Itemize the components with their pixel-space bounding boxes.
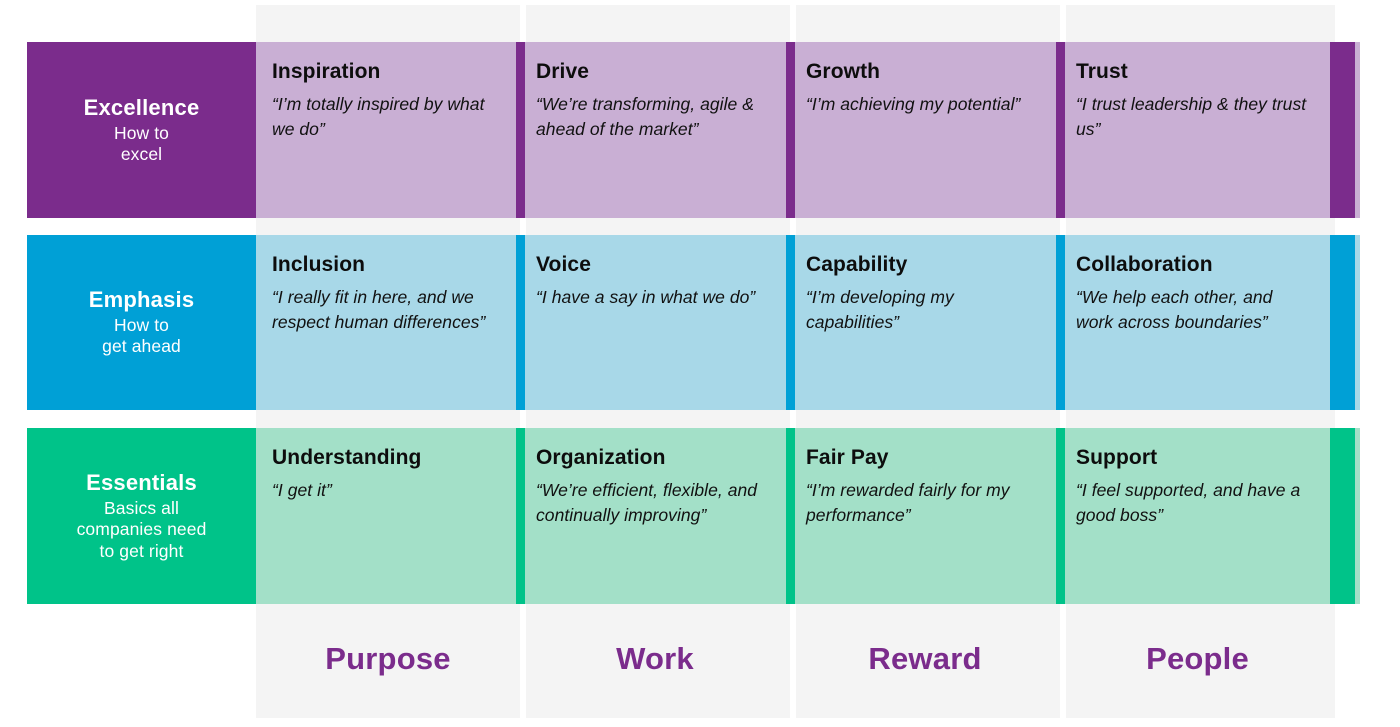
matrix-cell-collaboration[interactable]: Collaboration “We help each other, and w…: [1056, 235, 1330, 410]
row-subtitle-line-2: get ahead: [102, 336, 181, 357]
cell-title: Inclusion: [272, 253, 366, 276]
cell-divider-bar: [516, 428, 525, 604]
cell-divider-bar: [786, 42, 795, 218]
column-heading-reward: Reward: [790, 612, 1060, 706]
matrix-cell-organization[interactable]: Organization “We’re efficient, flexible,…: [516, 428, 790, 604]
cell-title: Voice: [536, 253, 591, 276]
matrix-cell-support[interactable]: Support “I feel supported, and have a go…: [1056, 428, 1330, 604]
matrix-cell-growth[interactable]: Growth “I’m achieving my potential”: [786, 42, 1060, 218]
row-cells-essentials: Understanding “I get it” Organization “W…: [243, 428, 1360, 604]
cell-divider-bar: [243, 428, 252, 604]
cell-quote: “I’m developing my capabilities”: [806, 287, 954, 332]
cell-quote: “I get it”: [272, 480, 332, 501]
cell-divider-bar: [1056, 42, 1065, 218]
row-subtitle-line-2: companies need: [76, 519, 207, 540]
cell-quote: “I’m totally inspired by what we do”: [272, 94, 485, 139]
matrix-cell-inspiration[interactable]: Inspiration “I’m totally inspired by wha…: [243, 42, 520, 218]
row-subtitle-line-3: to get right: [99, 540, 184, 561]
cell-title: Capability: [806, 253, 908, 276]
column-heading-people: People: [1060, 612, 1335, 706]
row-label-emphasis: Emphasis How to get ahead: [27, 235, 256, 410]
matrix-cell-drive[interactable]: Drive “We’re transforming, agile & ahead…: [516, 42, 790, 218]
cell-title: Growth: [806, 60, 881, 83]
row-end-cap: [1330, 42, 1355, 218]
row-subtitle-line-1: How to: [113, 315, 170, 336]
cell-title: Fair Pay: [806, 446, 889, 469]
cell-quote: “I feel supported, and have a good boss”: [1076, 480, 1301, 525]
matrix-cell-understanding[interactable]: Understanding “I get it”: [243, 428, 520, 604]
cell-divider-bar: [516, 235, 525, 410]
matrix-cell-capability[interactable]: Capability “I’m developing my capabiliti…: [786, 235, 1060, 410]
matrix-cell-fair-pay[interactable]: Fair Pay “I’m rewarded fairly for my per…: [786, 428, 1060, 604]
cell-title: Drive: [536, 60, 590, 83]
cell-divider-bar: [1056, 235, 1065, 410]
row-end-cap: [1330, 428, 1355, 604]
cell-quote: “We’re efficient, flexible, and continua…: [536, 480, 758, 525]
column-heading-label: Purpose: [325, 641, 451, 676]
cell-quote: “I’m achieving my potential”: [806, 94, 1021, 115]
row-title: Essentials: [86, 470, 197, 496]
row-subtitle-line-2: excel: [120, 143, 163, 164]
row-cells-emphasis: Inclusion “I really fit in here, and we …: [243, 235, 1360, 410]
matrix-row-excellence: Excellence How to excel Inspiration “I’m…: [27, 42, 1360, 218]
cell-title: Understanding: [272, 446, 422, 469]
cell-quote: “I have a say in what we do”: [536, 287, 756, 308]
column-heading-work: Work: [520, 612, 790, 706]
cell-divider-bar: [1056, 428, 1065, 604]
cell-divider-bar: [786, 235, 795, 410]
row-label-excellence: Excellence How to excel: [27, 42, 256, 218]
column-heading-purpose: Purpose: [256, 612, 520, 706]
column-headings: Purpose Work Reward People: [256, 612, 1335, 706]
cell-divider-bar: [516, 42, 525, 218]
matrix-cell-inclusion[interactable]: Inclusion “I really fit in here, and we …: [243, 235, 520, 410]
cell-title: Organization: [536, 446, 666, 469]
row-title: Excellence: [83, 94, 200, 120]
column-heading-label: People: [1146, 641, 1249, 676]
cell-quote: “I really fit in here, and we respect hu…: [272, 287, 486, 332]
column-heading-label: Work: [616, 641, 694, 676]
cell-quote: “We’re transforming, agile & ahead of th…: [536, 94, 754, 139]
cell-quote: “I’m rewarded fairly for my performance”: [806, 480, 1010, 525]
row-subtitle-line-1: Basics all: [104, 497, 179, 518]
row-subtitle-line-1: How to: [113, 122, 170, 143]
cell-quote: “I trust leadership & they trust us”: [1076, 94, 1307, 139]
cell-divider-bar: [243, 235, 252, 410]
cell-divider-bar: [243, 42, 252, 218]
matrix-cell-trust[interactable]: Trust “I trust leadership & they trust u…: [1056, 42, 1330, 218]
cell-title: Trust: [1076, 60, 1128, 83]
matrix-row-emphasis: Emphasis How to get ahead Inclusion “I r…: [27, 235, 1360, 410]
cell-divider-bar: [786, 428, 795, 604]
row-title: Emphasis: [88, 287, 195, 313]
matrix-cell-voice[interactable]: Voice “I have a say in what we do”: [516, 235, 790, 410]
matrix-row-essentials: Essentials Basics all companies need to …: [27, 428, 1360, 604]
cell-quote: “We help each other, and work across bou…: [1076, 287, 1273, 332]
cell-title: Support: [1076, 446, 1158, 469]
cell-title: Inspiration: [272, 60, 381, 83]
row-end-cap: [1330, 235, 1355, 410]
column-heading-label: Reward: [868, 641, 982, 676]
row-cells-excellence: Inspiration “I’m totally inspired by wha…: [243, 42, 1360, 218]
row-label-essentials: Essentials Basics all companies need to …: [27, 428, 256, 604]
cell-title: Collaboration: [1076, 253, 1213, 276]
